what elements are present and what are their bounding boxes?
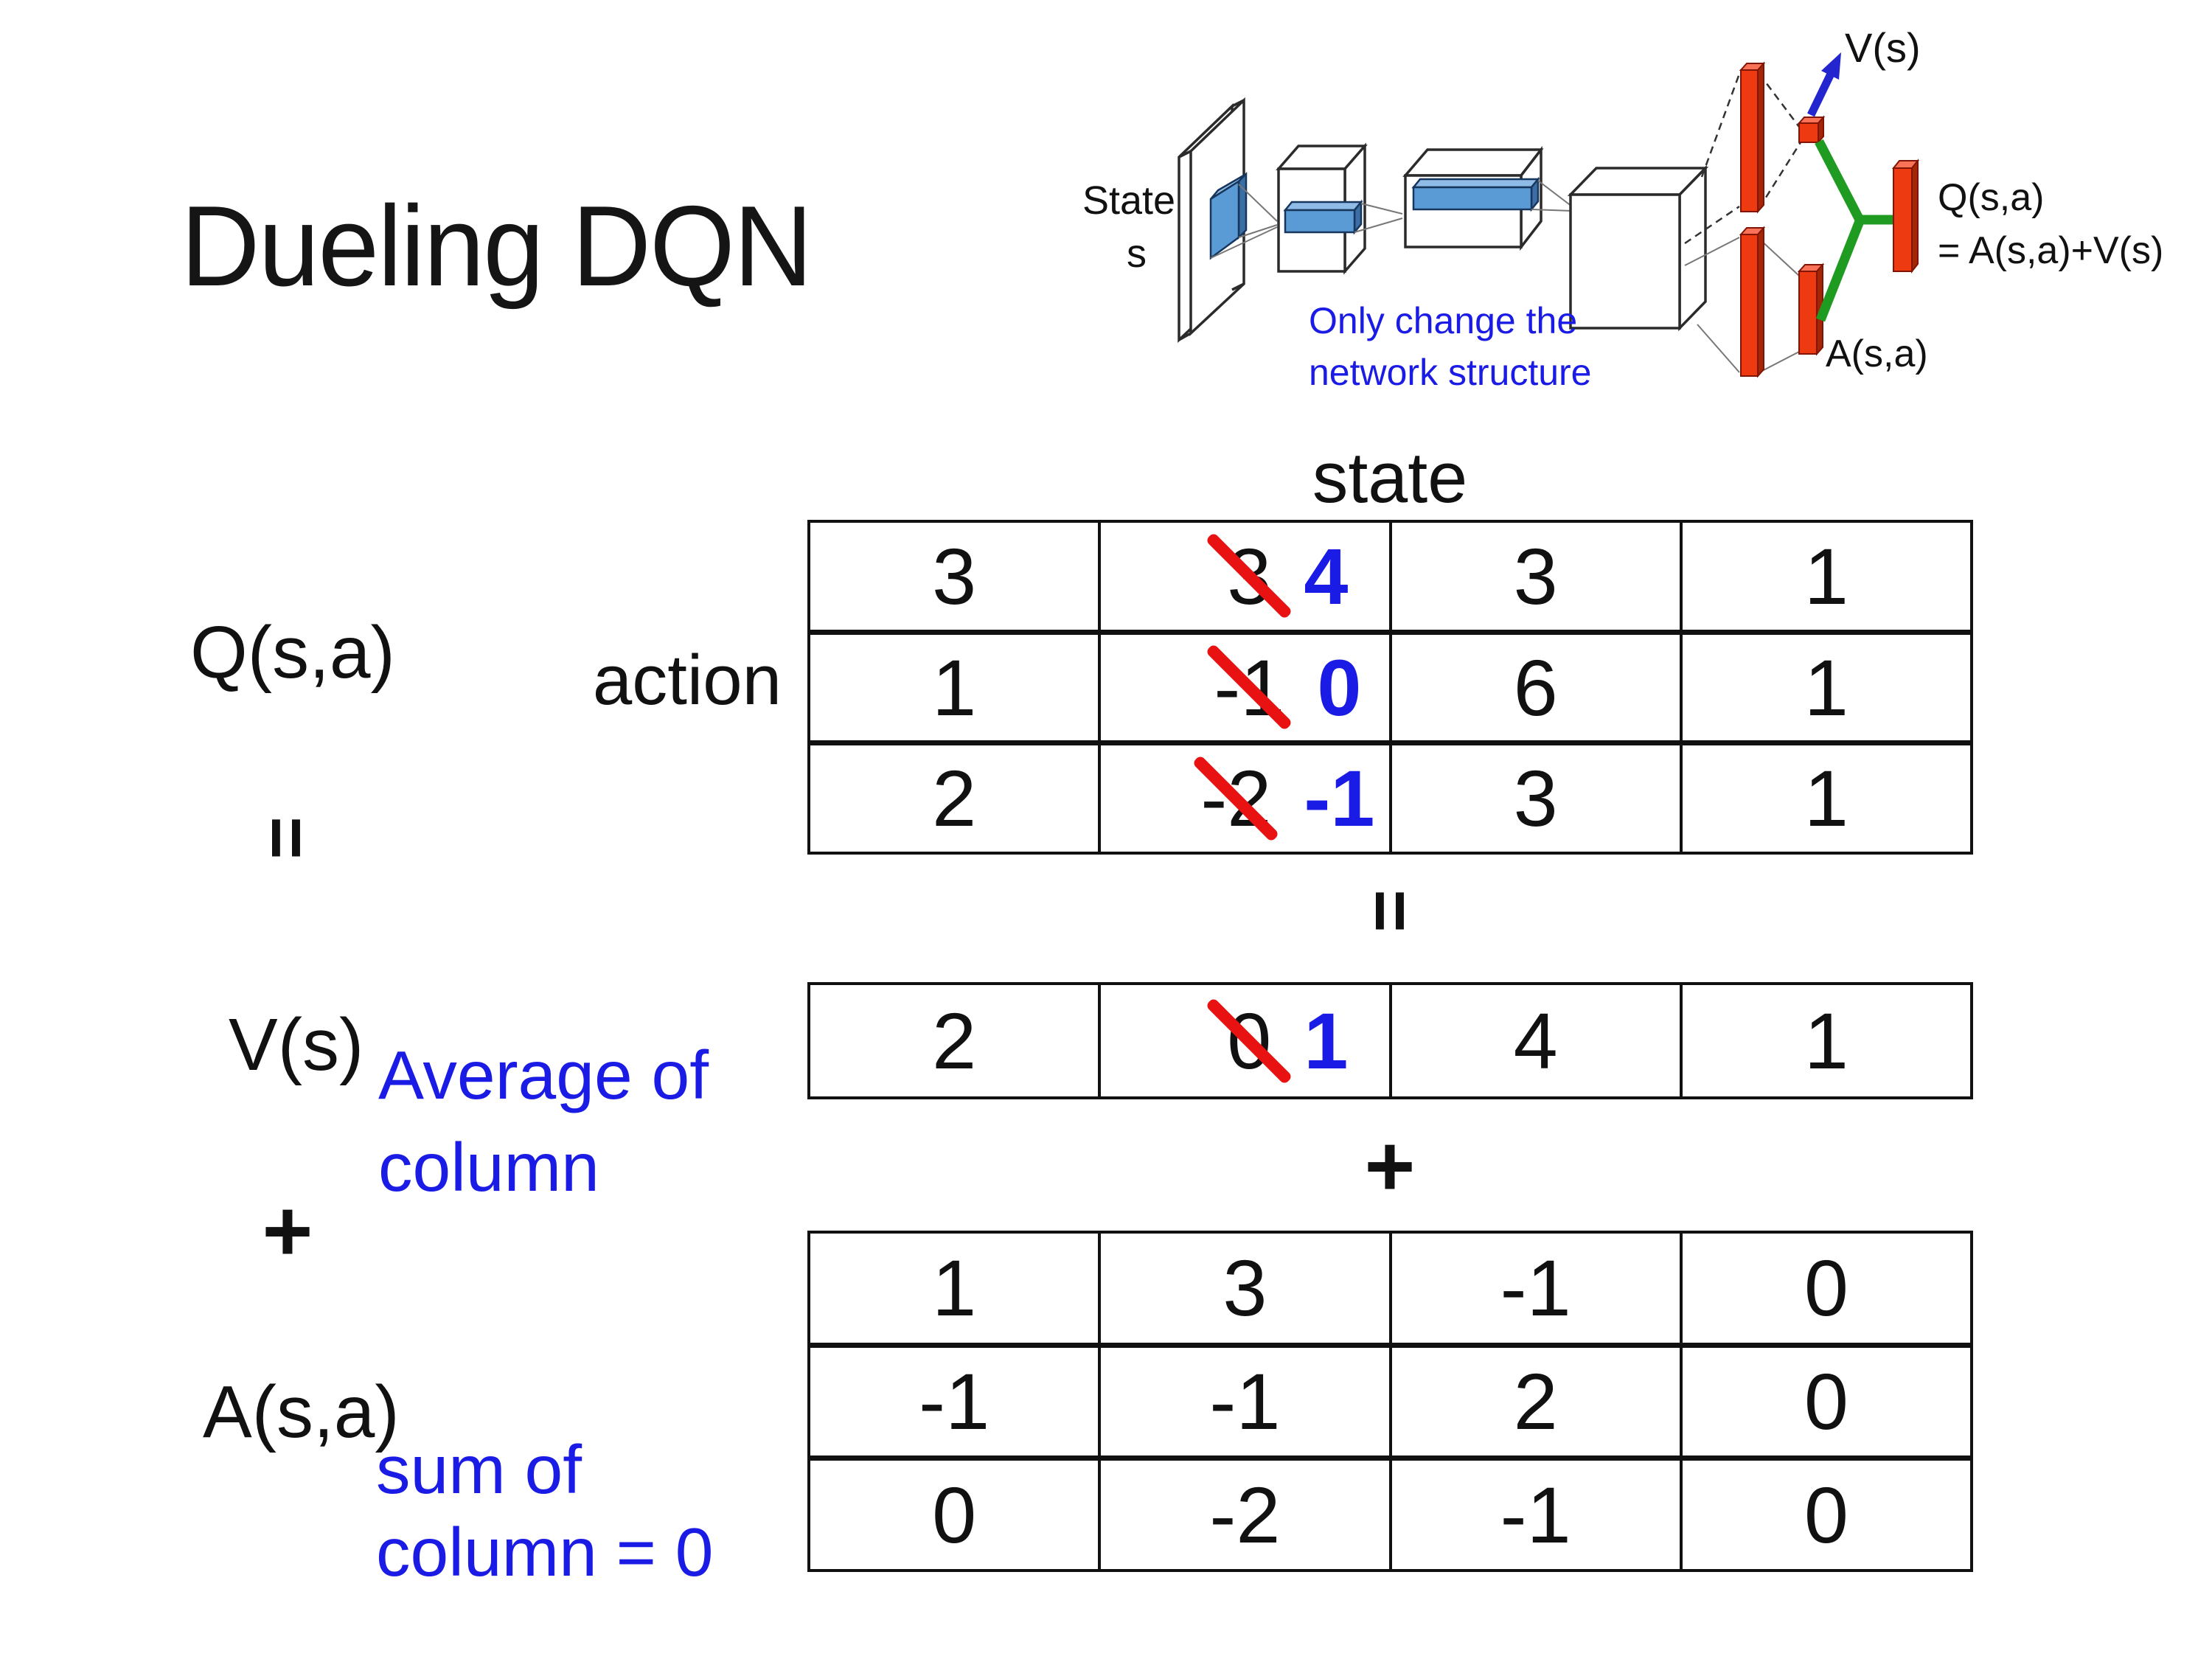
v-stream-layer-bar — [1739, 61, 1766, 214]
q-cell-corrected: 3 4 — [1098, 520, 1392, 633]
table-row: -1 -1 2 0 — [807, 1342, 1974, 1459]
q-cell: 2 — [807, 740, 1102, 855]
v-arrow-icon — [1807, 52, 1841, 117]
average-note-line1: Average of — [378, 1037, 709, 1113]
q-cell: 1 — [1679, 740, 1974, 855]
a-cell: -2 — [1098, 1455, 1392, 1572]
q-cell: 3 — [807, 520, 1102, 633]
q-cell: 3 — [1388, 520, 1683, 633]
a-output-bar — [1797, 262, 1825, 356]
average-note-line2: column — [378, 1129, 599, 1206]
a-cell: -1 — [1098, 1342, 1392, 1459]
conv-patch-shape — [1209, 171, 1248, 260]
v-cell-corrected: 0 1 — [1098, 982, 1392, 1099]
q-cell-corrected: -2 -1 — [1098, 740, 1392, 855]
equals-sign-center: = — [1349, 888, 1432, 933]
new-value: 0 — [1317, 642, 1362, 732]
aggregation-links — [1815, 139, 1893, 322]
a-cell: 0 — [1679, 1455, 1974, 1572]
v-cell: 2 — [807, 982, 1102, 1099]
diagram-note-line2: network structure — [1309, 352, 1591, 393]
q-values-table: 3 3 4 3 1 1 -1 0 6 1 2 — [807, 520, 1974, 855]
a-cell: -1 — [1388, 1231, 1683, 1346]
v-equation-label: V(s) — [229, 1004, 364, 1086]
v-values-table: 2 0 1 4 1 — [807, 982, 1974, 1099]
table-row: 3 3 4 3 1 — [807, 520, 1974, 633]
state-label-line1: State — [1082, 178, 1175, 223]
v-output-box — [1797, 115, 1826, 145]
table-row: 2 -2 -1 3 1 — [807, 740, 1974, 855]
a-cell: 0 — [1679, 1342, 1974, 1459]
conv-filter-2 — [1411, 176, 1540, 212]
connector-lines — [1210, 184, 1278, 259]
plus-sign-center: + — [1364, 1118, 1416, 1215]
fc-box — [1567, 164, 1709, 332]
dueling-network-diagram: State s Only change the network structur… — [1082, 24, 2163, 393]
new-value: -1 — [1304, 754, 1375, 844]
a-cell: 3 — [1098, 1231, 1392, 1346]
sum-note-line1: sum of — [376, 1431, 582, 1508]
table-row: 2 0 1 4 1 — [807, 982, 1974, 1099]
crossed-out-value: 3 — [1227, 531, 1272, 621]
table-row: 0 -2 -1 0 — [807, 1455, 1974, 1572]
table-row: 1 3 -1 0 — [807, 1231, 1974, 1346]
a-cell: 0 — [807, 1455, 1102, 1572]
q-cell: 3 — [1388, 740, 1683, 855]
q-cell-corrected: -1 0 — [1098, 629, 1392, 744]
links-a-stream — [1684, 237, 1801, 373]
a-cell: 1 — [807, 1231, 1102, 1346]
a-cell: -1 — [1388, 1455, 1683, 1572]
crossed-out-value: -2 — [1200, 754, 1272, 844]
q-output-label-line2: = A(s,a)+V(s) — [1938, 229, 2163, 272]
new-value: 4 — [1304, 531, 1349, 621]
action-label: action — [592, 641, 782, 720]
connector-lines — [1531, 180, 1573, 212]
sum-note-line2: column = 0 — [376, 1514, 714, 1590]
crossed-out-value: -1 — [1214, 642, 1285, 732]
connector-lines — [1354, 203, 1403, 233]
q-cell: 1 — [807, 629, 1102, 744]
conv-filter-1 — [1283, 199, 1363, 235]
v-output-label: V(s) — [1845, 24, 1921, 71]
a-cell: -1 — [807, 1342, 1102, 1459]
diagram-note-line1: Only change the — [1309, 300, 1577, 341]
v-cell: 4 — [1388, 982, 1683, 1099]
a-cell: 2 — [1388, 1342, 1683, 1459]
q-cell: 6 — [1388, 629, 1683, 744]
dashed-links-v-stream — [1684, 73, 1804, 245]
state-label-line2: s — [1127, 232, 1147, 276]
q-cell: 1 — [1679, 629, 1974, 744]
q-output-bar — [1891, 159, 1920, 274]
q-cell: 1 — [1679, 520, 1974, 633]
v-cell: 1 — [1679, 982, 1974, 1099]
plus-sign-left: + — [262, 1183, 313, 1280]
a-stream-layer-bar — [1739, 226, 1766, 378]
table-row: 1 -1 0 6 1 — [807, 629, 1974, 744]
a-output-label: A(s,a) — [1826, 333, 1928, 375]
a-equation-label: A(s,a) — [203, 1371, 400, 1453]
equals-sign-left: = — [245, 815, 328, 860]
a-cell: 0 — [1679, 1231, 1974, 1346]
a-values-table: 1 3 -1 0 -1 -1 2 0 0 -2 -1 0 — [807, 1231, 1974, 1572]
crossed-out-value: 0 — [1227, 996, 1272, 1085]
state-header: state — [1312, 437, 1468, 518]
q-output-label-line1: Q(s,a) — [1938, 176, 2044, 219]
new-value: 1 — [1304, 996, 1349, 1085]
page-title: Dueling DQN — [181, 182, 813, 310]
q-equation-label: Q(s,a) — [190, 611, 395, 694]
input-plane-shape — [1178, 97, 1245, 344]
